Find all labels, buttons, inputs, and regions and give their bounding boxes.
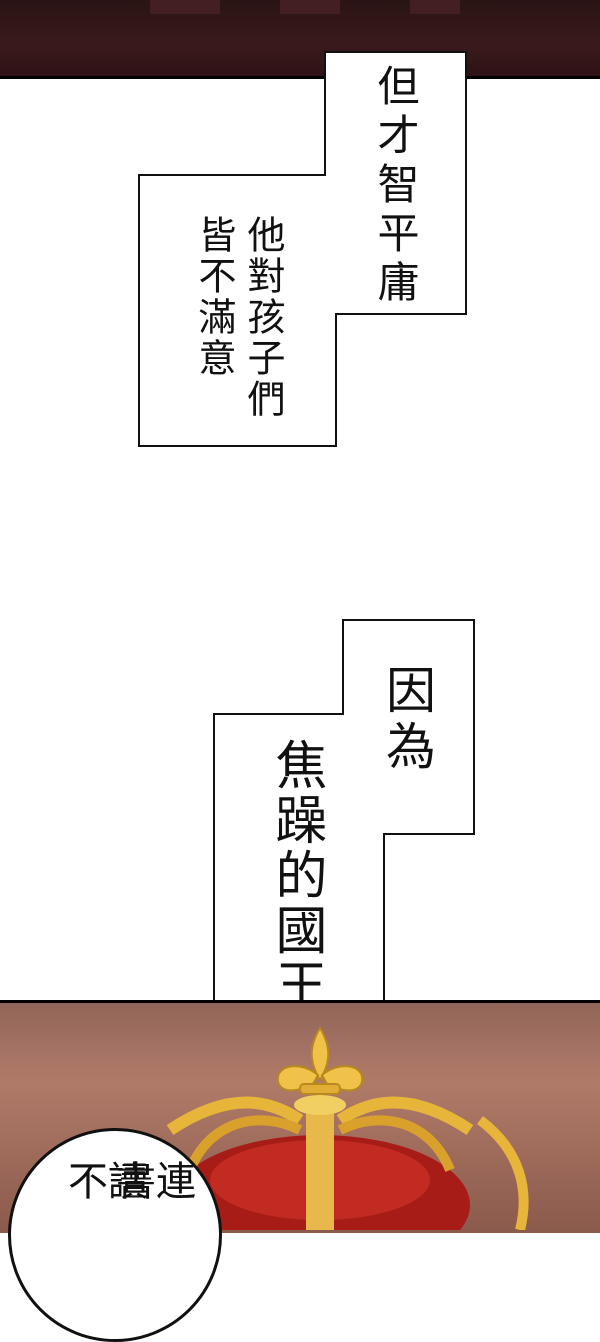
- caption-box-1: [138, 51, 467, 447]
- caption-1-text: 但才智平庸: [371, 64, 420, 309]
- caption-2-col-2: 皆不滿意: [192, 215, 236, 379]
- caption-3-col-2: 焦躁的國王: [266, 738, 326, 1013]
- panel-detail: [410, 0, 460, 14]
- panel-detail: [150, 0, 220, 14]
- caption-2-col-1: 他對孩子們: [241, 215, 285, 420]
- speech-bubble-col-1: 連書: [109, 1160, 195, 1202]
- speech-bubble-col-2: 讀不: [61, 1160, 147, 1202]
- panel-shading: [0, 1003, 600, 1063]
- top-panel: [0, 0, 600, 79]
- crown-illustration: [166, 1026, 529, 1230]
- caption-3-col-1: 因為: [378, 664, 436, 776]
- panel-detail: [280, 0, 340, 14]
